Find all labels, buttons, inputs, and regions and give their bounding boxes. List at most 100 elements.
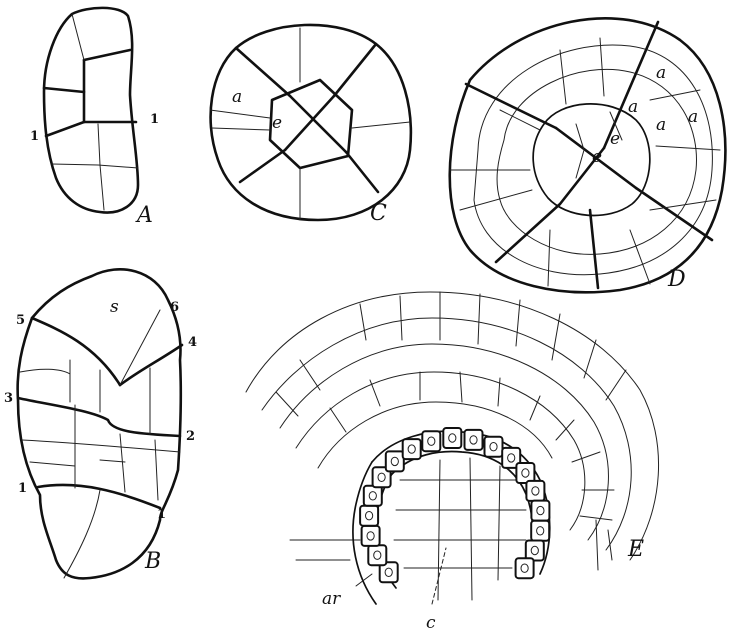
panel-d-wall <box>599 37 605 97</box>
panel-d-cell-label-a1: a <box>656 63 666 83</box>
archesporial-cell <box>530 499 551 522</box>
panel-e-ring <box>295 371 586 531</box>
panel-e-ring <box>261 317 632 551</box>
archesporial-nucleus <box>536 505 545 516</box>
panel-c-wall <box>351 121 411 129</box>
panel-d-wall <box>464 82 558 130</box>
panel-e-center-tissue <box>393 457 527 601</box>
panel-a-wall <box>44 120 138 138</box>
panel-e-ring <box>279 343 609 541</box>
panel-b-wall <box>19 368 71 375</box>
panel-d-wall <box>655 145 721 151</box>
panel-d-wall <box>559 49 567 105</box>
panel-c-wall <box>283 94 336 152</box>
panel-e-radial-walls <box>329 371 615 521</box>
panel-e-callout-ar: ar <box>322 589 341 609</box>
archesporial-nucleus <box>530 545 539 556</box>
panel-b-mark-2: 2 <box>186 429 195 444</box>
panel-b-wall <box>99 459 126 463</box>
panel-b-mark-5: 5 <box>16 313 25 328</box>
archesporial-cell <box>421 430 442 453</box>
archesporial-nucleus <box>427 436 436 446</box>
panel-e-arc-ends <box>595 519 613 571</box>
panel-b-wall <box>29 461 76 467</box>
panel-d-wall <box>459 189 533 211</box>
archesporial-cell <box>525 479 546 502</box>
panel-c: C a e <box>209 23 413 226</box>
panel-a-wall <box>97 123 101 166</box>
panel-c-wall <box>234 46 292 98</box>
archesporial-cell <box>378 561 399 584</box>
panel-a-mark-left: 1 <box>30 129 39 144</box>
panel-d-ring <box>532 103 651 217</box>
panel-b-wall <box>21 439 181 453</box>
panel-c-wall <box>288 94 348 154</box>
archesporial-nucleus <box>365 511 374 521</box>
panel-d-wall <box>494 146 606 264</box>
panel-b-mark-6: 6 <box>170 300 179 315</box>
archesporial-cell <box>530 519 551 542</box>
panel-e-outer-boundary <box>245 291 660 561</box>
archesporial-nucleus <box>384 567 393 577</box>
panel-a: A 1 1 <box>30 6 159 228</box>
archesporial-nucleus <box>368 491 377 501</box>
archesporial-cell <box>371 466 392 489</box>
panel-b: B s 5 6 4 3 2 1 1 <box>4 268 197 580</box>
panel-c-inner-cell <box>268 78 354 170</box>
panel-c-wall <box>344 150 380 194</box>
archesporial-nucleus <box>373 550 382 560</box>
archesporial-cell <box>367 544 388 567</box>
panel-e-callout-c: c <box>426 613 436 633</box>
panel-b-mark-4: 4 <box>188 335 197 350</box>
panel-d-outline <box>448 17 727 294</box>
panel-d-cell-label-a2: a <box>628 97 638 117</box>
panel-a-wall <box>99 164 105 211</box>
archesporial-cell <box>362 484 383 507</box>
archesporial-cell <box>515 462 536 484</box>
panel-d-wall <box>649 199 717 211</box>
panel-a-mark-right: 1 <box>150 112 159 127</box>
archesporial-cell <box>384 450 405 473</box>
archesporial-nucleus <box>390 456 399 467</box>
panel-e-archesporium-inner <box>391 450 534 571</box>
panel-d-cell-label-e1: e <box>610 129 620 149</box>
archesporial-cell <box>401 438 422 461</box>
panel-d-wall <box>588 208 600 290</box>
archesporial-cell <box>524 539 545 562</box>
panel-b-mark-3: 3 <box>4 391 13 406</box>
panel-b-wall <box>119 433 126 493</box>
panel-b-wall-1 <box>36 483 162 510</box>
archesporial-nucleus <box>536 526 545 536</box>
archesporial-cell <box>483 435 504 458</box>
panel-b-wall-3 <box>16 396 182 438</box>
panel-d-cell-label-e2: e <box>592 147 602 167</box>
panel-e-ring <box>317 401 553 469</box>
panel-d-cell-label-a4: a <box>688 107 698 127</box>
panel-c-wall <box>211 127 271 131</box>
panel-e-label: E <box>627 537 644 562</box>
panel-e-leader-c <box>431 547 447 605</box>
panel-d-wall <box>499 109 541 131</box>
panel-a-outline <box>42 6 140 214</box>
archesporial-cell <box>501 446 522 469</box>
panel-b-wall <box>63 489 101 579</box>
panel-b-label: B <box>144 549 161 574</box>
archesporial-nucleus <box>489 442 498 452</box>
panel-a-label: A <box>135 203 153 228</box>
archesporial-nucleus <box>407 444 416 454</box>
panel-c-cell-label-e: e <box>272 113 282 133</box>
archesporial-cell <box>359 504 380 527</box>
panel-e-leader-ar <box>355 573 373 587</box>
panel-b-cell-label-s: s <box>110 297 119 317</box>
panel-c-label: C <box>370 201 387 226</box>
archesporial-cell <box>442 427 463 449</box>
archesporial-cell <box>463 428 484 451</box>
panel-d-ring <box>496 68 697 255</box>
panel-a-wall <box>51 163 139 169</box>
panel-c-wall <box>238 148 287 184</box>
archesporial-nucleus <box>377 472 386 482</box>
panel-b-mark-1-right: 1 <box>157 507 166 522</box>
panel-c-wall <box>209 109 271 119</box>
panel-b-wall <box>119 309 161 386</box>
